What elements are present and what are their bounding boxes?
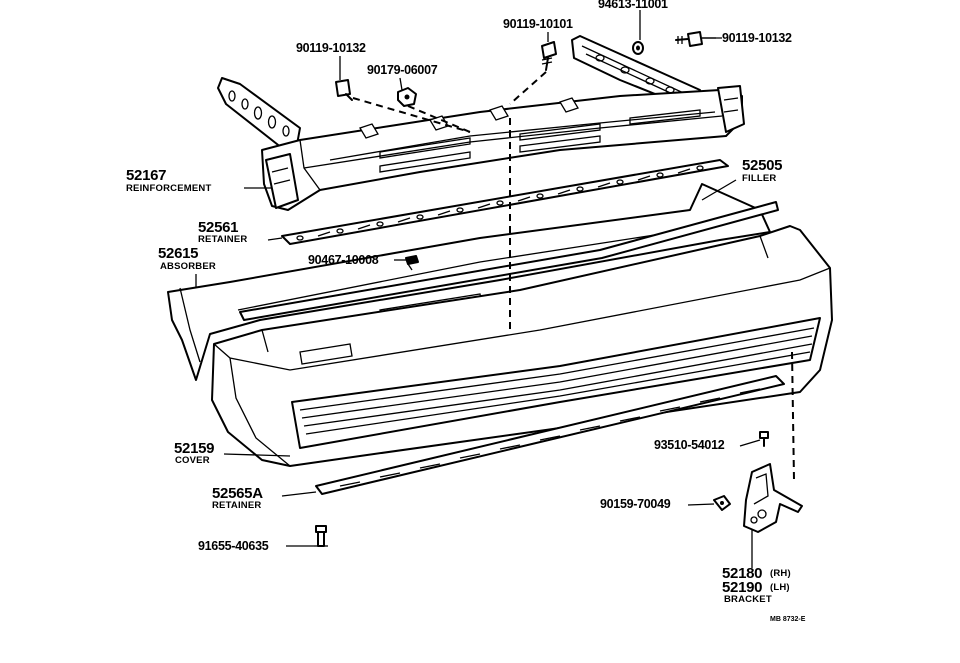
part-label-91655: 91655-40635: [198, 539, 269, 553]
filler-part: [239, 201, 779, 321]
part-label-52505: 52505: [742, 157, 783, 174]
part-label-52190: 52190: [722, 579, 763, 596]
fasteners: [314, 31, 769, 547]
part-side-lh: (LH): [770, 582, 790, 593]
part-name-cover: COVER: [175, 455, 210, 466]
bracket-part: [743, 463, 803, 533]
screw-93510-icon: [759, 431, 769, 447]
part-label-94613: 94613-11001: [598, 0, 668, 11]
part-label-90119-10101: 90119-10101: [503, 17, 573, 31]
part-label-90119-10132-right: 90119-10132: [722, 31, 792, 45]
part-side-rh: (RH): [770, 568, 791, 579]
part-name-filler: FILLER: [742, 173, 777, 184]
part-name-bracket: BRACKET: [724, 594, 772, 605]
part-name-retainer-52565a: RETAINER: [212, 500, 262, 511]
bolt-91655-icon: [314, 525, 328, 547]
part-label-52565a: 52565A: [212, 485, 263, 502]
leader-lines: [195, 10, 761, 568]
assembly-dashed-lines: [352, 71, 795, 481]
part-label-52159: 52159: [174, 440, 215, 457]
part-label-90119-10132-left: 90119-10132: [296, 41, 366, 55]
part-label-52615: 52615: [158, 245, 199, 262]
part-name-reinforcement: REINFORCEMENT: [126, 183, 212, 194]
bolt-90119-10132-left-icon: [335, 79, 353, 101]
part-name-retainer-52561: RETAINER: [198, 234, 248, 245]
reinforcement-part: [217, 35, 745, 211]
diagram-reference-code: MB 8732-E: [770, 616, 806, 623]
part-name-absorber: ABSORBER: [160, 261, 216, 272]
bolt-90119-10132-right-icon: [675, 31, 716, 47]
part-label-93510: 93510-54012: [654, 438, 725, 452]
part-label-52167: 52167: [126, 167, 167, 184]
part-label-90159: 90159-70049: [600, 497, 671, 511]
clip-90467-icon: [405, 255, 419, 271]
nut-90179-icon: [397, 87, 417, 107]
nut-90159-icon: [713, 495, 731, 511]
retainer-52561-part: [281, 159, 729, 245]
retainer-52565a-part: [315, 375, 785, 495]
bolt-90119-10101-icon: [541, 41, 557, 71]
nut-94613-icon: [632, 41, 644, 55]
part-label-90179: 90179-06007: [367, 63, 438, 77]
part-label-52180: 52180: [722, 565, 763, 582]
part-label-52561: 52561: [198, 219, 239, 236]
part-label-90467: 90467-10008: [308, 253, 379, 267]
